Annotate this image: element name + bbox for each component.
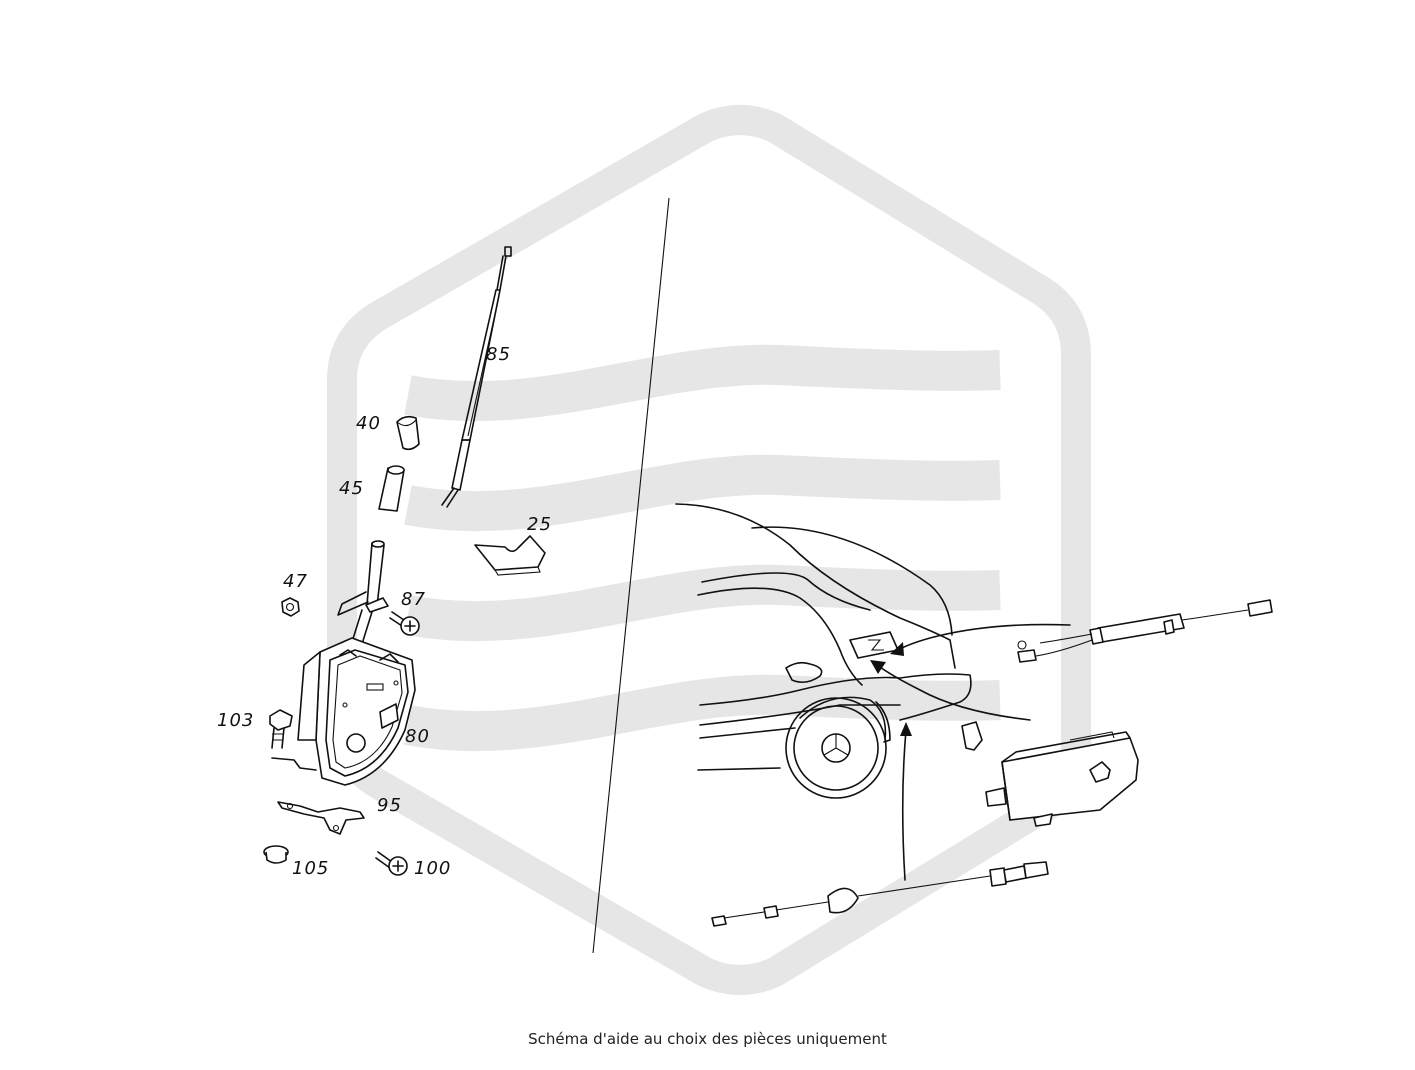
antenna-lead-cable xyxy=(711,861,1049,927)
diagram-caption: Schéma d'aide au choix des pièces unique… xyxy=(528,1030,887,1048)
antenna-mast xyxy=(441,246,512,508)
antenna-sleeve xyxy=(378,465,405,512)
watermark-logo xyxy=(327,105,1091,995)
hex-nut xyxy=(281,597,300,617)
antenna-control-module xyxy=(961,721,1139,827)
watermark-wave-2 xyxy=(404,454,1001,532)
watermark-wave-4 xyxy=(404,674,1001,752)
callout-95: 95 xyxy=(377,795,402,816)
callout-105: 105 xyxy=(292,858,330,879)
antenna-cap xyxy=(396,415,420,451)
callout-100: 100 xyxy=(414,858,452,879)
callout-103: 103 xyxy=(217,710,255,731)
antenna-motor xyxy=(297,540,416,786)
car-rear-quarter xyxy=(675,503,972,799)
antenna-cable-harness xyxy=(1017,599,1273,663)
screw-100 xyxy=(375,851,408,876)
bolt-103 xyxy=(269,709,317,771)
assembly-arrows xyxy=(870,623,1071,881)
watermark-wave-1 xyxy=(404,344,1001,422)
divider-line xyxy=(592,197,670,954)
bracket-95 xyxy=(277,801,365,835)
callout-25: 25 xyxy=(527,514,552,535)
grommet-105 xyxy=(263,845,289,864)
screw-87 xyxy=(389,611,420,636)
callout-40: 40 xyxy=(356,413,381,434)
callout-45: 45 xyxy=(339,478,364,499)
callout-85: 85 xyxy=(486,344,511,365)
callout-47: 47 xyxy=(283,571,308,592)
callout-87: 87 xyxy=(401,589,426,610)
watermark-wave-3 xyxy=(404,564,1001,642)
callout-80: 80 xyxy=(405,726,430,747)
watermark-hexagon xyxy=(327,105,1091,995)
seal-plate xyxy=(474,535,546,576)
